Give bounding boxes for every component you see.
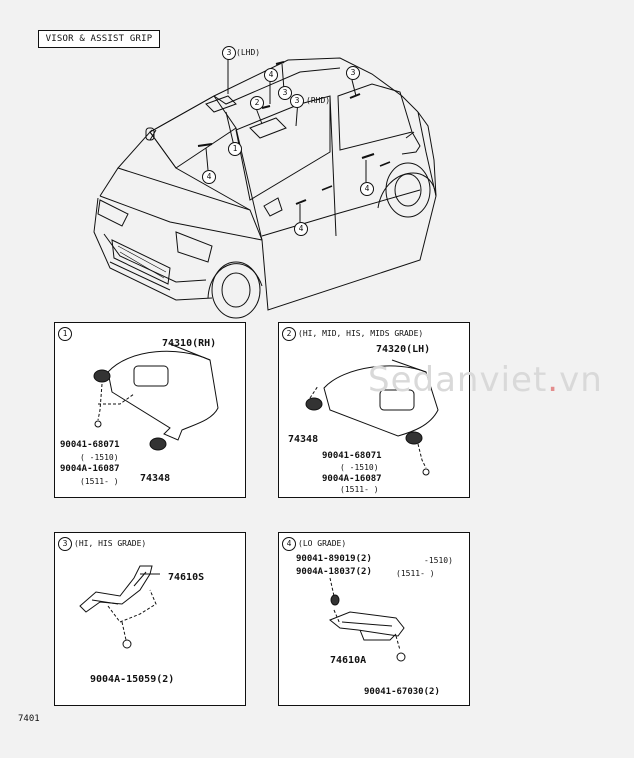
callout-1-car: 1 xyxy=(228,142,242,156)
screw-range-b-p4: (1511- ) xyxy=(396,569,435,578)
panel-4-grade: (LO GRADE) xyxy=(298,539,347,548)
watermark-left: Sedanviet xyxy=(368,360,548,400)
screw-range-a-p4: -1510) xyxy=(424,556,453,565)
part-74320-lh: 74320(LH) xyxy=(376,344,431,355)
panel-4-assist-grip-lo xyxy=(278,532,470,706)
part-74348-p1: 74348 xyxy=(140,473,171,484)
page-code: 7401 xyxy=(18,714,40,724)
watermark-dot: . xyxy=(547,360,560,400)
callout-2-car: 2 xyxy=(250,96,264,110)
car-illustration xyxy=(93,57,437,319)
callout-3-rhd: 3 xyxy=(278,86,292,100)
panel-2-grade: (HI, MID, HIS, MIDS GRADE) xyxy=(298,329,424,338)
screw-range-b-p1: (1511- ) xyxy=(80,477,119,486)
callout-4-front-door: 4 xyxy=(294,222,308,236)
panel-3-number: 3 xyxy=(58,537,72,551)
screw-range-a-p2: ( -1510) xyxy=(340,463,379,472)
watermark: Sedanviet.vn xyxy=(368,360,603,400)
label-lhd: (LHD) xyxy=(236,48,261,57)
panel-1-rh-visor xyxy=(54,322,246,498)
panel-2-number: 2 xyxy=(282,327,296,341)
watermark-right: vn xyxy=(559,360,603,400)
part-74610s: 74610S xyxy=(168,572,205,583)
part-74610a: 74610A xyxy=(330,655,367,666)
screw-range-b-p2: (1511- ) xyxy=(340,485,379,494)
section-title: VISOR & ASSIST GRIP xyxy=(38,30,160,48)
callout-3-mid: 3 xyxy=(290,94,304,108)
panel-3-assist-grip-his xyxy=(54,532,246,706)
panel-1-number: 1 xyxy=(58,327,72,341)
screw-9004a-15059: 9004A-15059(2) xyxy=(90,674,175,685)
panel-3-grade: (HI, HIS GRADE) xyxy=(74,539,147,548)
callout-3-lhd: 3 xyxy=(222,46,236,60)
label-rhd: (RHD) xyxy=(306,96,331,105)
screw-90041-89019: 90041-89019(2) xyxy=(296,554,372,564)
screw-90041-68071-p1: 90041-68071 xyxy=(60,440,120,450)
screw-9004a-16087-p1: 9004A-16087 xyxy=(60,464,120,474)
screw-90041-67030: 90041-67030(2) xyxy=(364,687,440,697)
callout-3-rear: 3 xyxy=(346,66,360,80)
callout-4-front: 4 xyxy=(202,170,216,184)
part-74348-p2: 74348 xyxy=(288,434,319,445)
panel-4-number: 4 xyxy=(282,537,296,551)
screw-range-a-p1: ( -1510) xyxy=(80,453,119,462)
callout-4-roof: 4 xyxy=(264,68,278,82)
screw-9004a-18037: 9004A-18037(2) xyxy=(296,567,372,577)
screw-9004a-16087-p2: 9004A-16087 xyxy=(322,474,382,484)
screw-90041-68071-p2: 90041-68071 xyxy=(322,451,382,461)
part-74310-rh: 74310(RH) xyxy=(162,338,217,349)
callout-4-rear-door: 4 xyxy=(360,182,374,196)
